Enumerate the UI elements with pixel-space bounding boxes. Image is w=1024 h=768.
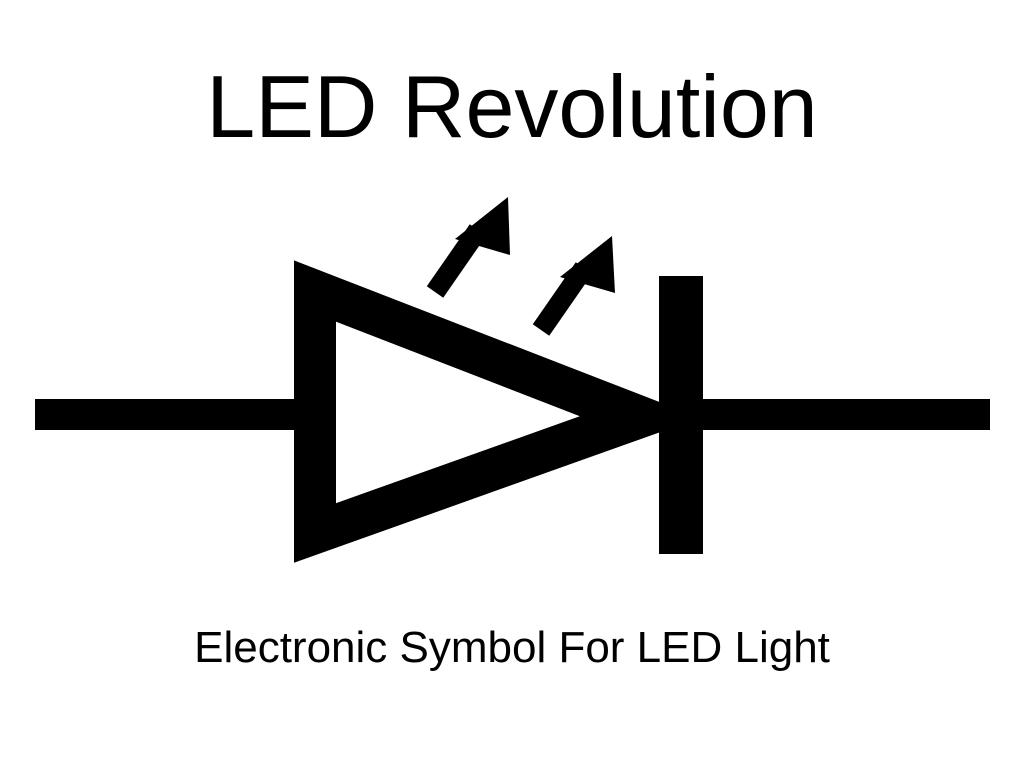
anode-lead — [35, 399, 295, 430]
cathode-bar — [659, 276, 703, 554]
slide-caption: Electronic Symbol For LED Light — [194, 623, 830, 672]
light-arrow-icon — [426, 197, 510, 298]
light-arrow-icon — [532, 236, 615, 336]
slide-title: LED Revolution — [206, 57, 818, 156]
cathode-lead — [703, 399, 990, 430]
diode-triangle — [294, 260, 701, 563]
